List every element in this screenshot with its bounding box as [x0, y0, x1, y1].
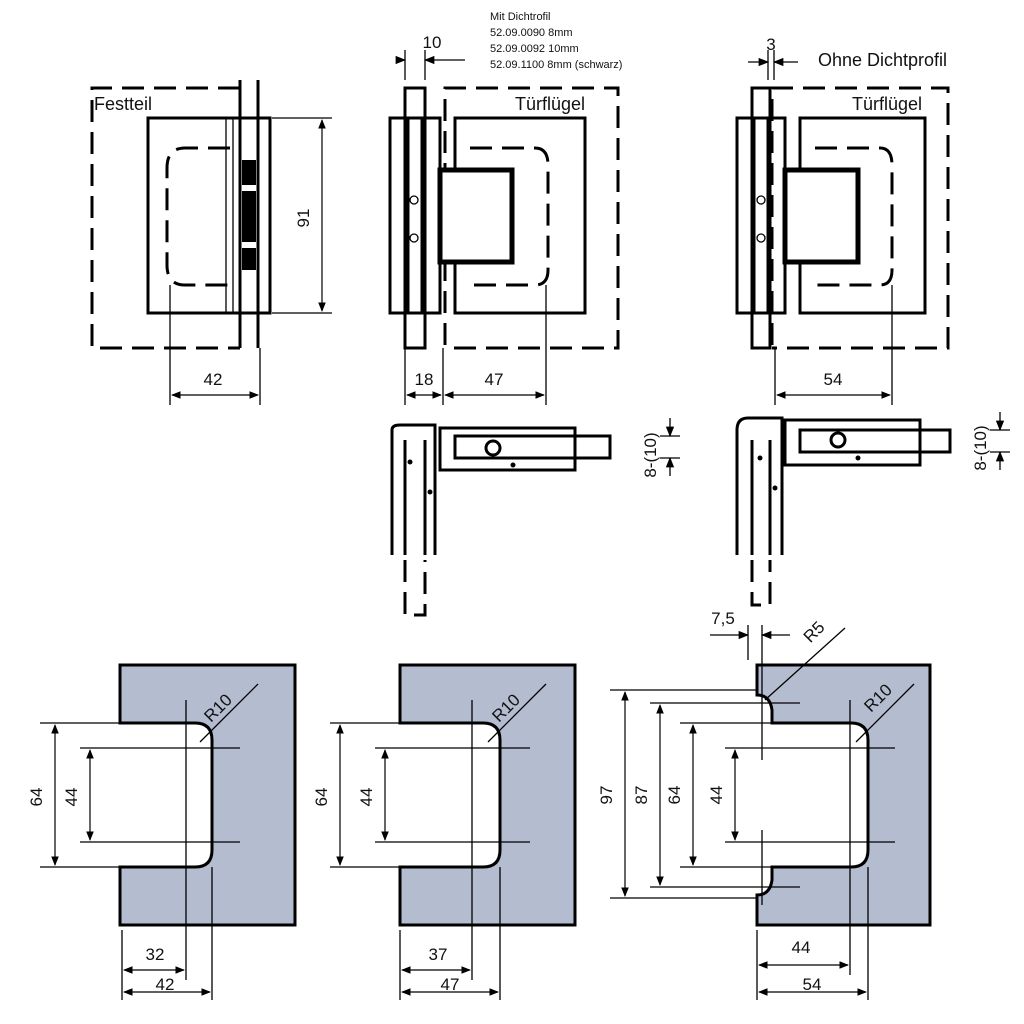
dim-depth-outer-label: 54	[803, 975, 822, 994]
label-festteil: Festteil	[94, 94, 152, 114]
note-title: Mit Dichtrofil	[490, 11, 551, 23]
glass-plate	[755, 663, 932, 927]
section-ohne-dichtprofil: 8-(10)	[735, 412, 1010, 607]
note-line: 52.09.0090 8mm	[490, 27, 573, 39]
door-outline	[770, 86, 950, 350]
dim-notch-label: 87	[632, 786, 651, 805]
dim-depth-inner-label: 32	[146, 945, 165, 964]
dim-offset-label: 7,5	[711, 609, 735, 628]
dim-inner-label: 44	[357, 788, 376, 807]
hidden-cutout	[165, 146, 230, 287]
fixed-panel-outline	[90, 86, 240, 350]
label-ohne-dichtprofil: Ohne Dichtprofil	[818, 50, 947, 70]
dim-total-label: 97	[597, 786, 616, 805]
glass-plate	[118, 663, 297, 927]
cutout-1: 64 44 32 42 R10	[27, 663, 297, 1000]
dim-height-label: 91	[294, 209, 313, 228]
view-festteil: Festteil 91 42	[90, 80, 332, 405]
dim-outer-label: 64	[312, 788, 331, 807]
dim-glass-label: 8-(10)	[641, 432, 660, 477]
label-tuerfluegel: Türflügel	[515, 94, 585, 114]
hinge-pin	[242, 160, 256, 270]
cutout-3: 97 87 64 44 44 54 7,5 R5 R10	[597, 609, 932, 1000]
dim-depth-inner-label: 44	[792, 938, 811, 957]
dim-inner-label: 44	[707, 786, 726, 805]
note-line: 52.09.0092 10mm	[490, 43, 579, 55]
hinge-block	[437, 167, 515, 265]
hidden-cutout	[815, 146, 894, 287]
dim-depth-outer-label: 42	[156, 975, 175, 994]
dim-outer-label: 64	[27, 788, 46, 807]
dim-inner-label: 44	[62, 788, 81, 807]
view-mit-dichtprofil: Mit Dichtrofil 52.09.0090 8mm 52.09.0092…	[388, 11, 622, 405]
dim-gap-label: 3	[766, 35, 775, 54]
glass-plate	[398, 663, 577, 927]
dim-depth-inner-label: 37	[429, 945, 448, 964]
hinge-block	[782, 167, 861, 265]
dim-depth-outer-label: 47	[441, 975, 460, 994]
hinge-plate	[146, 116, 272, 315]
dim-width-label: 54	[824, 370, 843, 389]
dim-glass-label: 8-(10)	[971, 425, 990, 470]
note-line: 52.09.1100 8mm (schwarz)	[490, 59, 622, 71]
dim-gap-label: 10	[423, 33, 442, 52]
dim-glass-label: 18	[415, 370, 434, 389]
glass-fixed	[403, 86, 427, 350]
section-mit-dichtprofil: 8-(10)	[390, 418, 680, 617]
dim-view1-width-label: 42	[204, 370, 223, 389]
dim-outer-label: 64	[665, 786, 684, 805]
hidden-cutout	[470, 146, 550, 287]
dim-small-radius-label: R5	[800, 618, 829, 647]
cutout-2: 64 44 37 47 R10	[312, 663, 577, 1000]
label-tuerfluegel: Türflügel	[852, 94, 922, 114]
view-ohne-dichtprofil: Türflügel Ohne Dichtprofil 3 54	[735, 35, 950, 405]
dim-width-label: 47	[485, 370, 504, 389]
